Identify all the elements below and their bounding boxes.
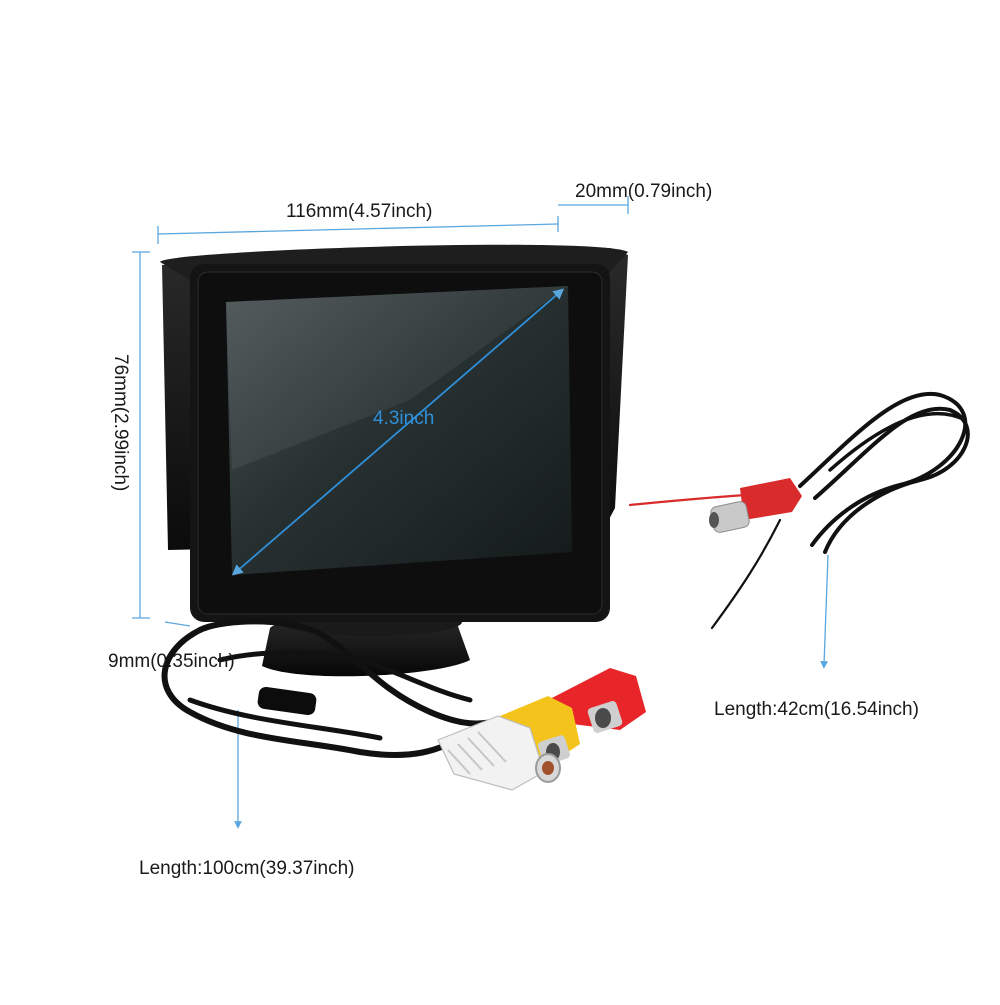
- width-label: 116mm(4.57inch): [286, 201, 433, 222]
- power-cable-length-label: Length:42cm(16.54inch): [714, 699, 919, 720]
- dimension-lines: [132, 196, 829, 829]
- av-cable-length-label: Length:100cm(39.37inch): [139, 858, 355, 879]
- height-label: 76mm(2.99inch): [110, 354, 131, 492]
- monitor-screen: [226, 286, 572, 576]
- rca-white-connector: [437, 715, 561, 791]
- base-height-label: 9mm(0.35inch): [108, 651, 235, 672]
- screen-diagonal-label: 4.3inch: [373, 408, 435, 429]
- depth-label: 20mm(0.79inch): [575, 181, 713, 202]
- power-cable: [628, 391, 970, 630]
- dc-power-jack: [709, 478, 802, 533]
- av-cable: [161, 618, 503, 759]
